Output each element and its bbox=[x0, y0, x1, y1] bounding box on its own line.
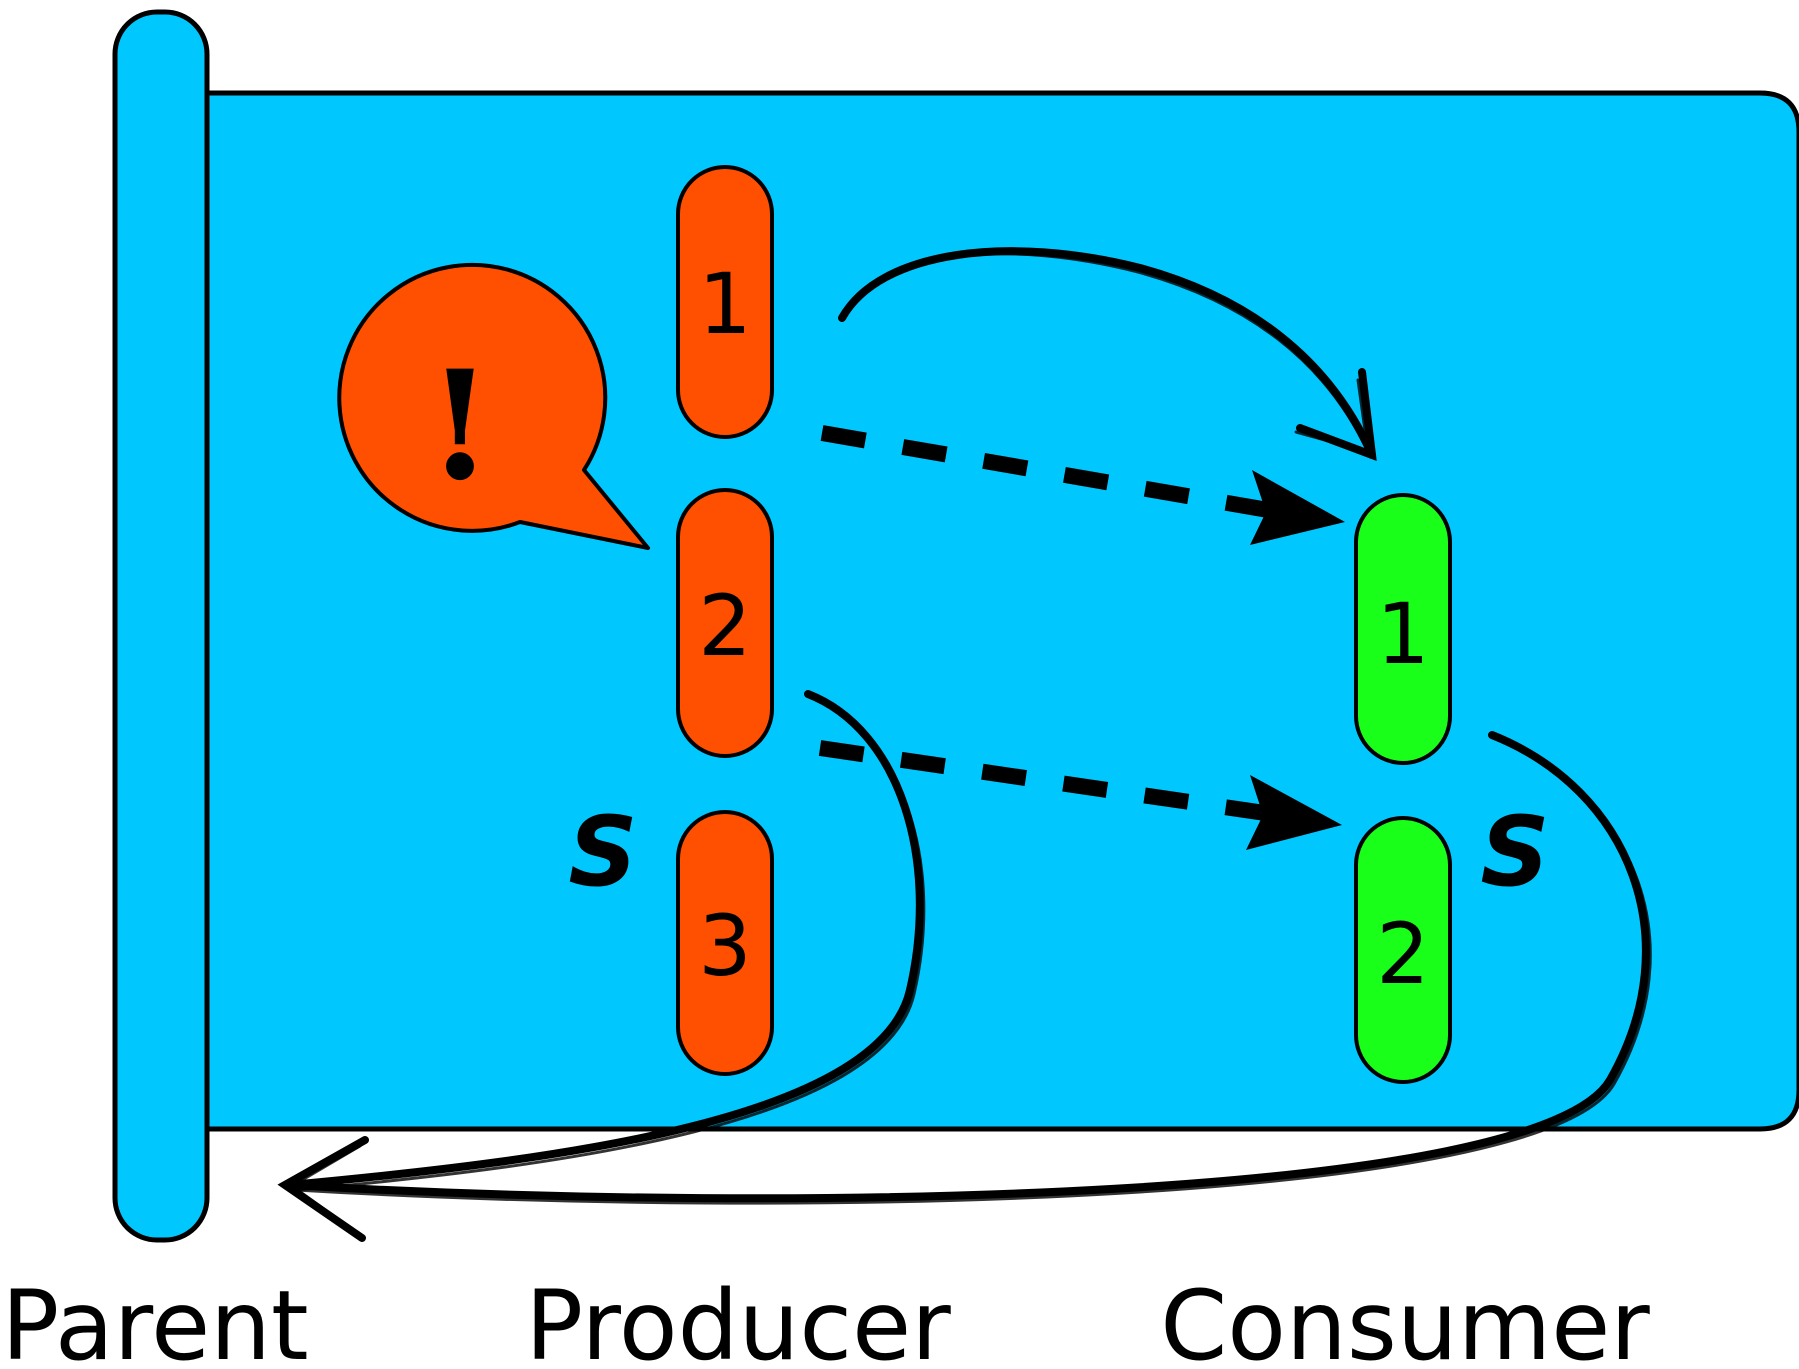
dashed-arrow-upper bbox=[820, 425, 1345, 545]
producer-item-1: 1 bbox=[676, 165, 774, 439]
producer-item-label: 1 bbox=[698, 255, 751, 353]
parent-label: Parent bbox=[1, 1270, 308, 1369]
producer-item-3: 3 bbox=[676, 810, 774, 1076]
producer-item-label: 3 bbox=[698, 897, 751, 995]
alert-symbol: ! bbox=[427, 338, 493, 514]
consumer-stop-mark: S bbox=[1480, 796, 1549, 908]
producer-stop-mark: S bbox=[568, 796, 637, 908]
consumer-label: Consumer bbox=[1160, 1270, 1650, 1369]
consumer-item-label: 1 bbox=[1376, 585, 1429, 683]
producer-item-label: 2 bbox=[698, 577, 751, 675]
consumer-item-label: 2 bbox=[1376, 905, 1429, 1003]
producer-label: Producer bbox=[525, 1270, 951, 1369]
exclamation-speech-bubble-icon: ! bbox=[337, 262, 650, 550]
parent-bar bbox=[112, 9, 210, 1243]
sketch-arrow-consumer1-to-parent bbox=[286, 731, 1652, 1205]
sketch-arrow-producer2-to-parent bbox=[286, 690, 926, 1192]
parent-arrowhead bbox=[277, 1136, 369, 1242]
consumer-item-1: 1 bbox=[1354, 493, 1452, 765]
dashed-arrow-lower bbox=[818, 740, 1342, 850]
consumer-item-2: 2 bbox=[1354, 816, 1452, 1084]
sketch-arrow-producer1-to-consumer1 bbox=[838, 247, 1377, 462]
producer-item-2: 2 bbox=[676, 488, 774, 758]
